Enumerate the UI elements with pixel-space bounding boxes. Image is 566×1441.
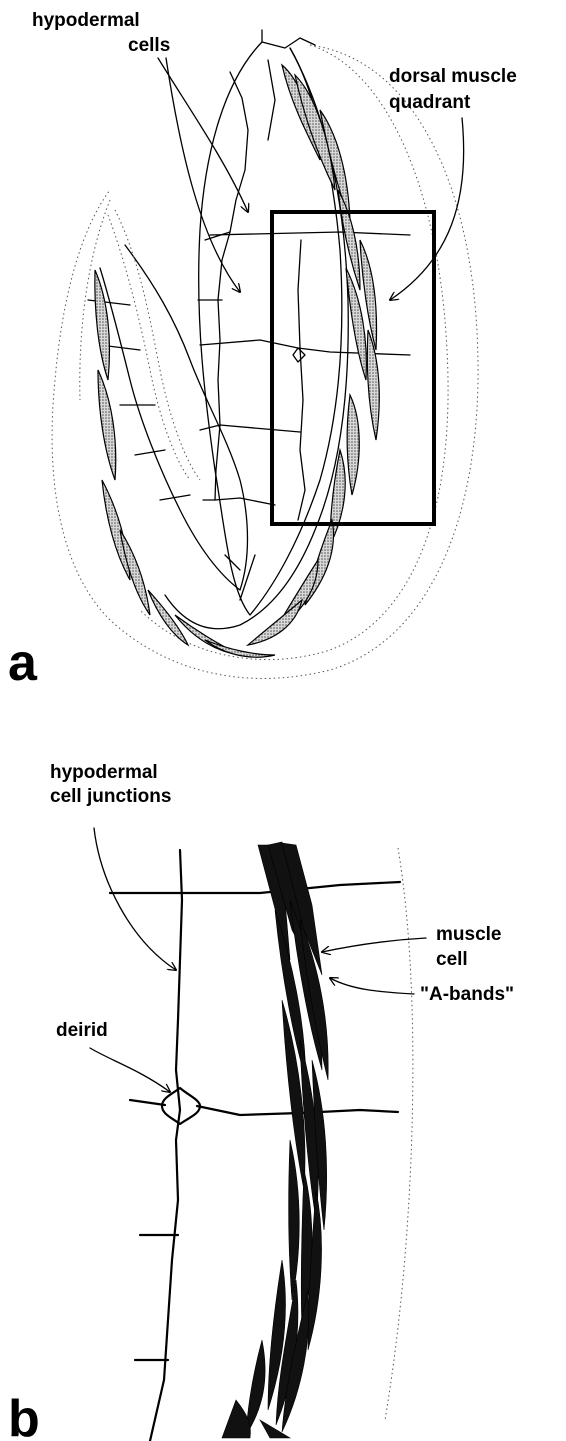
junction-top: [110, 882, 400, 893]
muscle-cells-ventral: [95, 270, 275, 657]
panel-letter-b: b: [8, 1390, 40, 1441]
arrow-a-bands: [330, 978, 414, 994]
label-a-bands: "A-bands": [420, 984, 514, 1005]
inner-cuticle-outline: [140, 45, 448, 660]
deirid-shape: [162, 1088, 200, 1124]
head-outline: [262, 30, 315, 48]
arrow-junctions: [94, 828, 176, 970]
muscle-cells-dorsal: [248, 65, 379, 645]
panel-a: hypodermal cells dorsal muscle quadrant …: [8, 10, 517, 692]
label-hypodermal-cells-line2: cells: [128, 35, 170, 56]
label-muscle-cell-line2: cell: [436, 949, 468, 970]
cuticle-outline: [52, 45, 478, 678]
label-hypodermal-cells-line1: hypodermal: [32, 10, 140, 31]
label-muscle-cell-line1: muscle: [436, 924, 501, 945]
lateral-junction: [150, 850, 182, 1441]
tail-inner-dotted: [115, 210, 200, 480]
arrow-dorsal-muscle: [390, 118, 464, 300]
junction-mid: [130, 1100, 165, 1105]
cuticle-edge-b: [385, 848, 413, 1420]
label-junctions-line1: hypodermal: [50, 762, 158, 783]
arrow-muscle-cell: [322, 938, 426, 952]
muscle-fibres: [222, 842, 328, 1438]
label-junctions-line2: cell junctions: [50, 786, 171, 807]
label-deirid: deirid: [56, 1020, 108, 1041]
arrow-deirid: [90, 1048, 170, 1092]
panel-letter-a: a: [8, 634, 38, 692]
panel-b: hypodermal cell junctions deirid muscle …: [8, 762, 514, 1441]
label-dorsal-muscle-line1: dorsal muscle: [389, 66, 517, 87]
label-dorsal-muscle-line2: quadrant: [389, 92, 471, 113]
